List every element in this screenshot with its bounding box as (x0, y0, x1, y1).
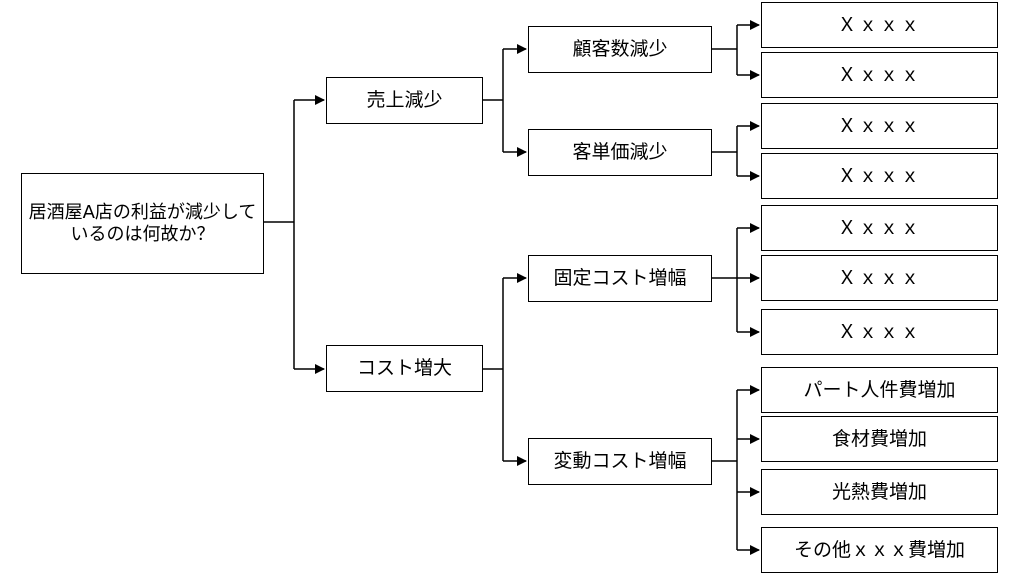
root-question-box: 居酒屋A店の利益が減少しているのは何故か？ (21, 173, 264, 274)
branch-box-sales-decrease: 売上減少 (326, 77, 483, 124)
leaf-box-ingredient-cost: 食材費増加 (761, 416, 998, 462)
leaf-box: Ｘｘｘｘ (761, 2, 998, 48)
leaf-box-other-cost: その他ｘｘｘ費増加 (761, 527, 998, 573)
leaf-box: Ｘｘｘｘ (761, 103, 998, 149)
leaf-box: Ｘｘｘｘ (761, 153, 998, 199)
branch-box-cost-increase: コスト増大 (326, 345, 483, 392)
leaf-box: Ｘｘｘｘ (761, 309, 998, 355)
subbranch-box-customer-count-decrease: 顧客数減少 (528, 26, 712, 73)
subbranch-box-fixed-cost-increase: 固定コスト増幅 (528, 255, 712, 302)
leaf-box: Ｘｘｘｘ (761, 205, 998, 251)
leaf-box: Ｘｘｘｘ (761, 52, 998, 98)
leaf-box-part-time-labor-cost: パート人件費増加 (761, 367, 998, 413)
subbranch-box-unit-price-decrease: 客単価減少 (528, 129, 712, 176)
leaf-box-utility-cost: 光熱費増加 (761, 469, 998, 515)
leaf-box: Ｘｘｘｘ (761, 255, 998, 301)
subbranch-box-variable-cost-increase: 変動コスト増幅 (528, 438, 712, 485)
